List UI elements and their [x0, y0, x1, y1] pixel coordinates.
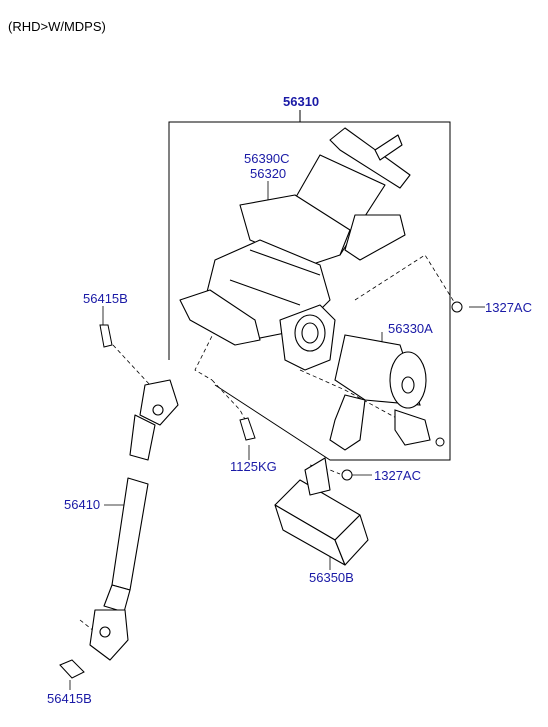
label-1125kg[interactable]: 1125KG — [230, 459, 277, 474]
ecu-box-icon — [274, 457, 369, 566]
variant-header: (RHD>W/MDPS) — [8, 19, 106, 34]
label-56350b[interactable]: 56350B — [309, 570, 354, 585]
assembly-frame — [168, 110, 451, 461]
label-1327ac-lower[interactable]: 1327AC — [374, 468, 421, 483]
label-56330a[interactable]: 56330A — [388, 321, 433, 336]
label-56310[interactable]: 56310 — [283, 94, 320, 109]
label-56390c[interactable]: 56390C — [244, 151, 290, 166]
bolt-mid-icon — [239, 417, 256, 441]
motor-icon — [329, 334, 431, 451]
bolt-upper-icon — [99, 324, 113, 348]
nut-right-icon — [451, 301, 463, 313]
label-56415b-lower[interactable]: 56415B — [47, 691, 92, 706]
intermediate-shaft-icon — [89, 379, 179, 661]
fasteners — [59, 301, 463, 679]
steering-column-icon — [179, 127, 411, 371]
bolt-lower-icon — [59, 659, 85, 679]
leader-lines — [69, 181, 485, 690]
label-56320[interactable]: 56320 — [250, 166, 287, 181]
label-56415b-upper[interactable]: 56415B — [83, 291, 128, 306]
label-56410[interactable]: 56410 — [64, 497, 101, 512]
nut-lower-icon — [341, 469, 353, 481]
label-1327ac-right[interactable]: 1327AC — [485, 300, 532, 315]
